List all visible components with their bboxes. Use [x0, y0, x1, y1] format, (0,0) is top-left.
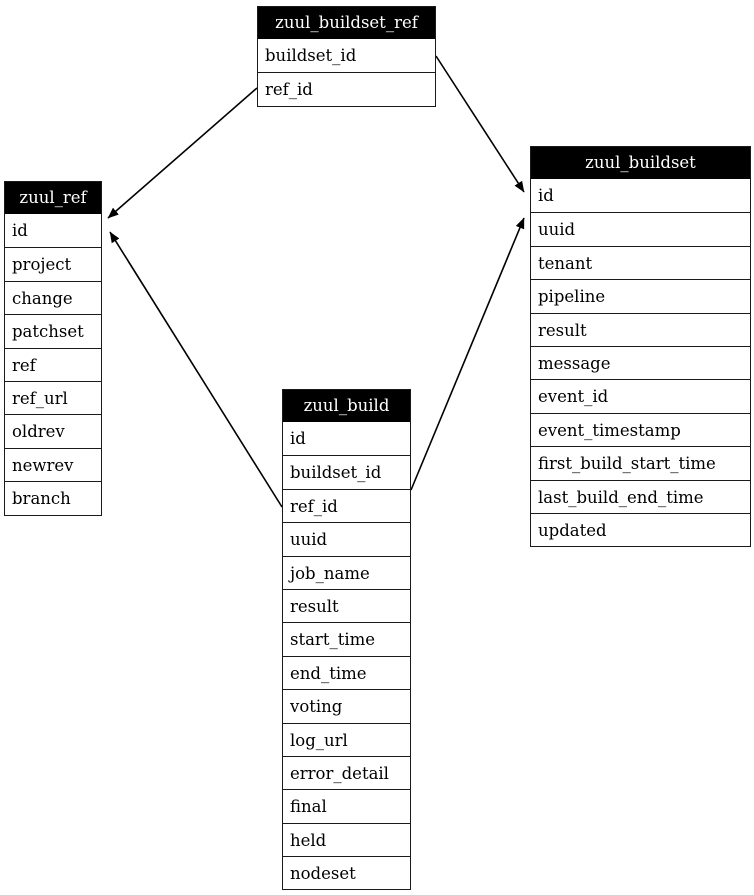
field-row[interactable]: buildset_id	[283, 455, 410, 489]
relationship-edge-zuul-build-to-zuul-ref	[109, 231, 283, 508]
field-row[interactable]: newrev	[5, 447, 101, 482]
entity-zuul-ref[interactable]: zuul_ref id project change patchset ref …	[4, 181, 102, 516]
field-row[interactable]: buildset_id	[258, 39, 435, 73]
field-row[interactable]: ref	[5, 347, 101, 381]
field-row[interactable]: first_build_start_time	[531, 446, 750, 480]
field-row[interactable]: result	[531, 312, 750, 346]
field-row[interactable]: project	[5, 247, 101, 281]
field-row[interactable]: uuid	[531, 212, 750, 246]
field-row[interactable]: ref_id	[283, 488, 410, 523]
field-list-zuul-buildset-ref: buildset_id ref_id	[258, 39, 435, 106]
field-row[interactable]: id	[531, 179, 750, 213]
field-row[interactable]: patchset	[5, 314, 101, 348]
field-row[interactable]: voting	[283, 689, 410, 723]
field-row[interactable]: result	[283, 588, 410, 623]
field-row[interactable]: branch	[5, 481, 101, 515]
field-row[interactable]: oldrev	[5, 414, 101, 448]
relationship-edge-zuul-build-to-zuul-buildset	[410, 217, 525, 491]
entity-zuul-buildset[interactable]: zuul_buildset id uuid tenant pipeline re…	[530, 146, 751, 548]
field-row[interactable]: held	[283, 822, 410, 857]
field-row[interactable]: end_time	[283, 655, 410, 690]
field-row[interactable]: tenant	[531, 245, 750, 280]
field-row[interactable]: id	[5, 214, 101, 248]
field-row[interactable]: job_name	[283, 555, 410, 589]
entity-title-zuul-buildset-ref: zuul_buildset_ref	[258, 7, 435, 39]
field-row[interactable]: log_url	[283, 722, 410, 756]
entity-zuul-build[interactable]: zuul_build id buildset_id ref_id uuid jo…	[282, 389, 411, 891]
field-row[interactable]: start_time	[283, 622, 410, 656]
field-row[interactable]: change	[5, 280, 101, 315]
relationship-edge-buildset-ref-to-zuul-buildset	[435, 55, 525, 193]
field-row[interactable]: event_id	[531, 379, 750, 413]
field-row[interactable]: id	[283, 422, 410, 456]
entity-zuul-buildset-ref[interactable]: zuul_buildset_ref buildset_id ref_id	[257, 6, 436, 107]
field-row[interactable]: message	[531, 345, 750, 380]
field-row[interactable]: uuid	[283, 522, 410, 556]
field-list-zuul-buildset: id uuid tenant pipeline result message e…	[531, 179, 750, 547]
entity-title-zuul-ref: zuul_ref	[5, 182, 101, 214]
field-row[interactable]: ref_url	[5, 380, 101, 415]
field-row[interactable]: error_detail	[283, 755, 410, 790]
relationship-edge-buildset-ref-to-zuul-ref	[107, 87, 258, 219]
field-row[interactable]: pipeline	[531, 279, 750, 313]
field-row[interactable]: final	[283, 789, 410, 823]
field-row[interactable]: nodeset	[283, 856, 410, 890]
field-row[interactable]: updated	[531, 512, 750, 547]
entity-title-zuul-build: zuul_build	[283, 390, 410, 422]
field-list-zuul-ref: id project change patchset ref ref_url o…	[5, 214, 101, 515]
field-row[interactable]: ref_id	[258, 72, 435, 106]
field-row[interactable]: event_timestamp	[531, 412, 750, 447]
entity-title-zuul-buildset: zuul_buildset	[531, 147, 750, 179]
field-row[interactable]: last_build_end_time	[531, 479, 750, 513]
field-list-zuul-build: id buildset_id ref_id uuid job_name resu…	[283, 422, 410, 890]
